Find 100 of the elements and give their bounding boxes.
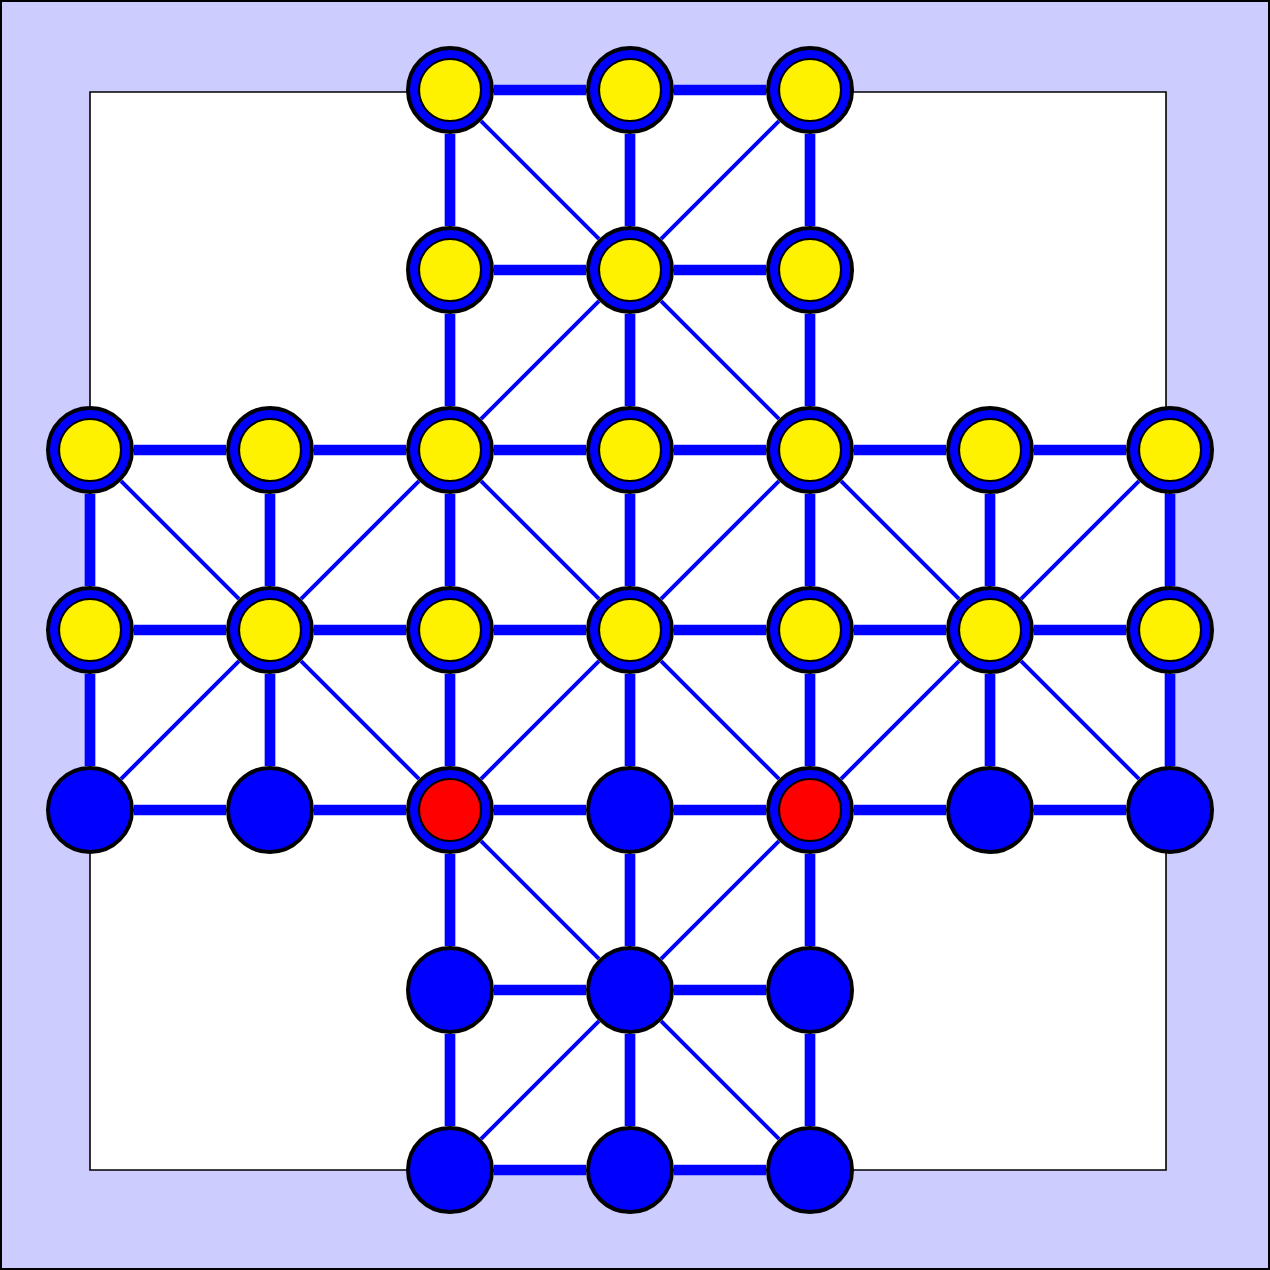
board-line <box>1019 479 1141 601</box>
board-point <box>766 1126 854 1214</box>
board-line <box>494 984 586 996</box>
board-point <box>406 946 494 1034</box>
board-line <box>444 674 456 766</box>
board-line <box>444 854 456 946</box>
board-line <box>984 674 996 766</box>
board-point <box>946 406 1034 494</box>
board-line <box>479 299 601 421</box>
board-line <box>494 264 586 276</box>
board-point <box>406 406 494 494</box>
board-point <box>226 766 314 854</box>
board-point <box>46 586 134 674</box>
board-line <box>1164 494 1176 586</box>
board-point <box>766 226 854 314</box>
board-line <box>674 624 766 636</box>
board-line <box>134 804 226 816</box>
board-line <box>314 444 406 456</box>
board-point <box>586 766 674 854</box>
board-point <box>586 226 674 314</box>
board-point <box>586 946 674 1034</box>
board-line <box>984 494 996 586</box>
board-line <box>314 624 406 636</box>
board-line <box>659 299 781 421</box>
board-line <box>84 494 96 586</box>
board-line <box>659 479 781 601</box>
board-line <box>444 1034 456 1126</box>
board-line <box>624 494 636 586</box>
board-line <box>1034 444 1126 456</box>
board-point <box>406 1126 494 1214</box>
board-line <box>134 444 226 456</box>
board-point <box>766 586 854 674</box>
board-line <box>134 624 226 636</box>
board-line <box>624 854 636 946</box>
board-point <box>766 946 854 1034</box>
board-point <box>1126 766 1214 854</box>
board-line <box>119 479 241 601</box>
board-point <box>946 586 1034 674</box>
board-line <box>674 804 766 816</box>
board-line <box>494 444 586 456</box>
board-line <box>624 674 636 766</box>
board-line <box>804 854 816 946</box>
board-line <box>299 659 421 781</box>
board-line <box>494 84 586 96</box>
board-point <box>1126 406 1214 494</box>
board-point <box>406 46 494 134</box>
board-line <box>1034 804 1126 816</box>
board-line <box>444 494 456 586</box>
board-line <box>804 674 816 766</box>
board-line <box>624 134 636 226</box>
board-point <box>226 586 314 674</box>
board-line <box>119 659 241 781</box>
board-point <box>1126 586 1214 674</box>
board-point <box>406 586 494 674</box>
board-line <box>674 264 766 276</box>
board-line <box>479 839 601 961</box>
board-line <box>804 314 816 406</box>
board-point <box>586 406 674 494</box>
board-line <box>674 1164 766 1176</box>
board-line <box>624 314 636 406</box>
board-line <box>674 84 766 96</box>
board-line <box>674 444 766 456</box>
board-line <box>494 624 586 636</box>
board-line <box>264 674 276 766</box>
board-line <box>659 839 781 961</box>
board-line <box>659 119 781 241</box>
board-point <box>226 406 314 494</box>
board-line <box>444 314 456 406</box>
board-point <box>46 406 134 494</box>
board-line <box>494 1164 586 1176</box>
board-point <box>766 766 854 854</box>
board-line <box>479 659 601 781</box>
board-line <box>264 494 276 586</box>
board-line <box>1164 674 1176 766</box>
board-line <box>674 984 766 996</box>
board-point <box>766 406 854 494</box>
board-line <box>854 444 946 456</box>
board-line <box>84 674 96 766</box>
board-line <box>804 494 816 586</box>
board-line <box>444 134 456 226</box>
board-line <box>1019 659 1141 781</box>
board-point <box>766 46 854 134</box>
board-line <box>479 479 601 601</box>
board-point <box>946 766 1034 854</box>
board-point <box>586 586 674 674</box>
board-line <box>659 659 781 781</box>
board-line <box>839 479 961 601</box>
board-point <box>586 46 674 134</box>
board-point <box>406 766 494 854</box>
board-point <box>586 1126 674 1214</box>
board-point <box>46 766 134 854</box>
board-line <box>624 1034 636 1126</box>
board-line <box>839 659 961 781</box>
board-point <box>406 226 494 314</box>
board-line <box>804 134 816 226</box>
board-line <box>854 804 946 816</box>
board-line <box>1034 624 1126 636</box>
board-line <box>299 479 421 601</box>
board-line <box>804 1034 816 1126</box>
board-line <box>479 1019 601 1141</box>
